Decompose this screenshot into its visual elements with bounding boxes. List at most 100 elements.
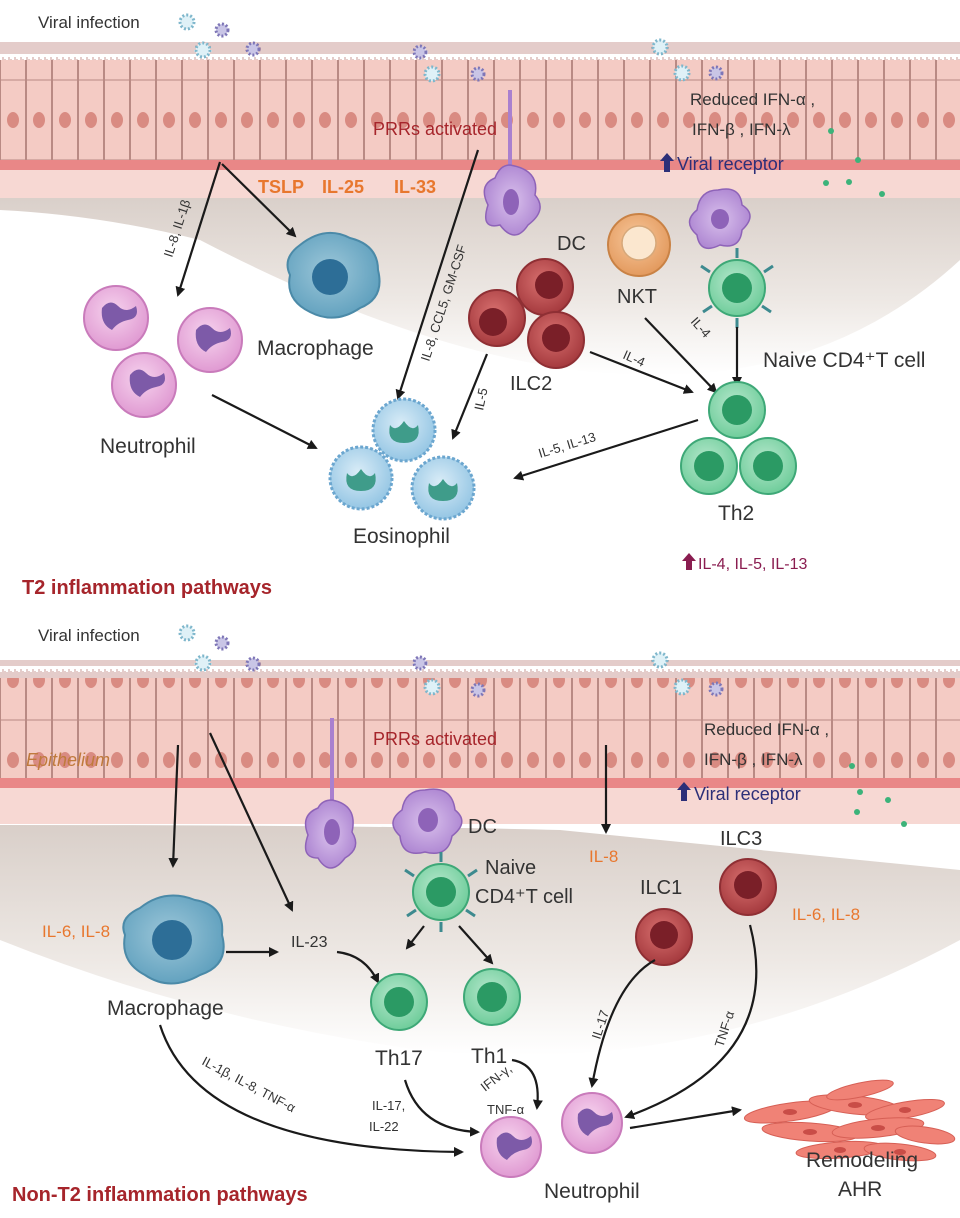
il25-label: IL-25 (322, 177, 364, 197)
ilc2-label: ILC2 (510, 373, 552, 395)
il5-il13-label: IL-5, IL-13 (536, 429, 597, 461)
arrow-th17-neutrophil (403, 1079, 480, 1137)
tnf-th1-label: TNF-α (487, 1102, 525, 1117)
remodeling-label: Remodeling (806, 1149, 918, 1172)
arrow-neutrophil-remodeling (629, 1106, 742, 1130)
th1-cell (463, 968, 521, 1026)
il6-il8-left: IL-6, IL-8 (42, 922, 110, 941)
epithelium-label: Epithelium (26, 750, 110, 770)
cilia-layer-bottom (0, 660, 960, 680)
arrow-il23-th17 (336, 950, 380, 984)
lamina-propria-bottom (0, 788, 960, 824)
il8-label: IL-8 (589, 847, 618, 866)
th17-cell (370, 973, 428, 1031)
dc-cell (483, 90, 541, 236)
up-arrow-icon (660, 153, 674, 172)
arrow-ilc2-th2 (589, 350, 694, 394)
naive-cd4-t-cell-bottom (404, 852, 478, 932)
arrow-to-macrophage (221, 163, 297, 238)
virus-icon (178, 624, 724, 698)
tslp-label: TSLP (258, 177, 304, 197)
ilc1-label: ILC1 (640, 877, 682, 899)
il6-il8-right: IL-6, IL-8 (792, 905, 860, 924)
basement-membrane-bottom (0, 778, 960, 788)
il5-label: IL-5 (471, 387, 490, 412)
macrophage-cell (286, 231, 381, 319)
t2-panel: Viral infection PRRs activated Reduced I… (0, 13, 960, 599)
th2-label: Th2 (718, 502, 754, 525)
dc-label-bottom: DC (468, 816, 497, 838)
il22-label: IL-22 (369, 1119, 399, 1134)
prrs-activated-label: PRRs activated (373, 119, 497, 139)
th1-label: Th1 (471, 1045, 507, 1068)
basement-membrane (0, 160, 960, 170)
naive-line1: Naive (485, 857, 536, 879)
arrow-th2-eos (513, 418, 699, 481)
lamina-propria (0, 170, 960, 198)
arrow-mac-neutrophil (158, 1024, 464, 1157)
macrophage-label-bottom: Macrophage (107, 997, 224, 1020)
neutrophil-cluster-bottom (480, 1092, 623, 1178)
up-arrow-icon (682, 553, 696, 570)
non-t2-panel: Viral infection Epithelium PRRs activate… (0, 624, 960, 1206)
arrow-neutrophil-eos (211, 394, 318, 449)
prrs-activated-label-bottom: PRRs activated (373, 729, 497, 749)
ilc2-cluster (468, 258, 585, 369)
arrow-to-neutrophil (175, 161, 222, 297)
eosinophil-label: Eosinophil (353, 525, 450, 548)
arrow-th1-neutrophil (511, 1058, 543, 1110)
ilc1-cell (635, 908, 693, 966)
arrow-naive-th1 (458, 925, 494, 965)
upregulated-cytokines: IL-4, IL-5, IL-13 (698, 556, 807, 573)
naive-cd4-label: Naive CD4⁺T cell (763, 349, 925, 372)
dc-cell-2 (688, 188, 751, 250)
il1b-il8-tnf-label: IL-1β, IL-8, TNF-α (200, 1053, 299, 1115)
ahr-label: AHR (838, 1178, 882, 1201)
ilc3-label: ILC3 (720, 828, 762, 850)
neutrophil-cluster (83, 285, 243, 418)
naive-cd4-t-cell (700, 248, 774, 328)
il23-label: IL-23 (291, 934, 328, 951)
cilia-layer (0, 42, 960, 62)
arrow-ilc1-neutrophil (588, 959, 656, 1088)
viral-receptor-label-bottom: Viral receptor (694, 784, 801, 804)
ifn-dots-bottom (849, 763, 907, 827)
up-arrow-icon (677, 782, 691, 801)
arrow-nkt-th2 (644, 317, 718, 394)
viral-infection-label-bottom: Viral infection (38, 626, 140, 645)
dc-cell-bottom-left (304, 718, 357, 869)
nkt-cell (607, 213, 671, 277)
eosinophil-cluster (328, 397, 476, 521)
dc-cell-bottom-right (392, 788, 463, 854)
reduced-ifn-line1-bottom: Reduced IFN-α , (704, 720, 829, 739)
neutrophil-label: Neutrophil (100, 435, 196, 458)
arrow-epi-macrophage (168, 744, 180, 868)
non-t2-section-title: Non-T2 inflammation pathways (12, 1184, 308, 1206)
arrow-ilc3-neutrophil (624, 924, 758, 1120)
macrophage-label: Macrophage (257, 337, 374, 360)
th2-cluster (680, 381, 797, 495)
arrow-ilc2-eos (451, 353, 489, 440)
virus-icon (178, 13, 724, 83)
neutrophil-label-bottom: Neutrophil (544, 1180, 640, 1203)
arrow-epi-il23 (209, 732, 294, 912)
naive-line2: CD4⁺T cell (475, 886, 573, 908)
arrow-to-eosinophil (395, 149, 480, 400)
il33-label: IL-33 (394, 177, 436, 197)
dc-label: DC (557, 233, 586, 255)
t2-section-title: T2 inflammation pathways (22, 577, 272, 599)
reduced-ifn-line2-bottom: IFN-β , IFN-λ (704, 750, 803, 769)
arrow-naive-th17 (405, 925, 425, 950)
th17-label: Th17 (375, 1047, 423, 1070)
nkt-label: NKT (617, 286, 657, 308)
macrophage-cell-bottom (122, 894, 225, 985)
reduced-ifn-line1: Reduced IFN-α , (690, 90, 815, 109)
smooth-muscle-icon (743, 1079, 956, 1162)
il17-th17-label: IL-17, (372, 1098, 405, 1113)
ilc3-cell (719, 858, 777, 916)
viral-infection-label: Viral infection (38, 13, 140, 32)
reduced-ifn-line2: IFN-β , IFN-λ (692, 120, 791, 139)
viral-receptor-label: Viral receptor (677, 154, 784, 174)
ifn-dots (823, 128, 885, 197)
